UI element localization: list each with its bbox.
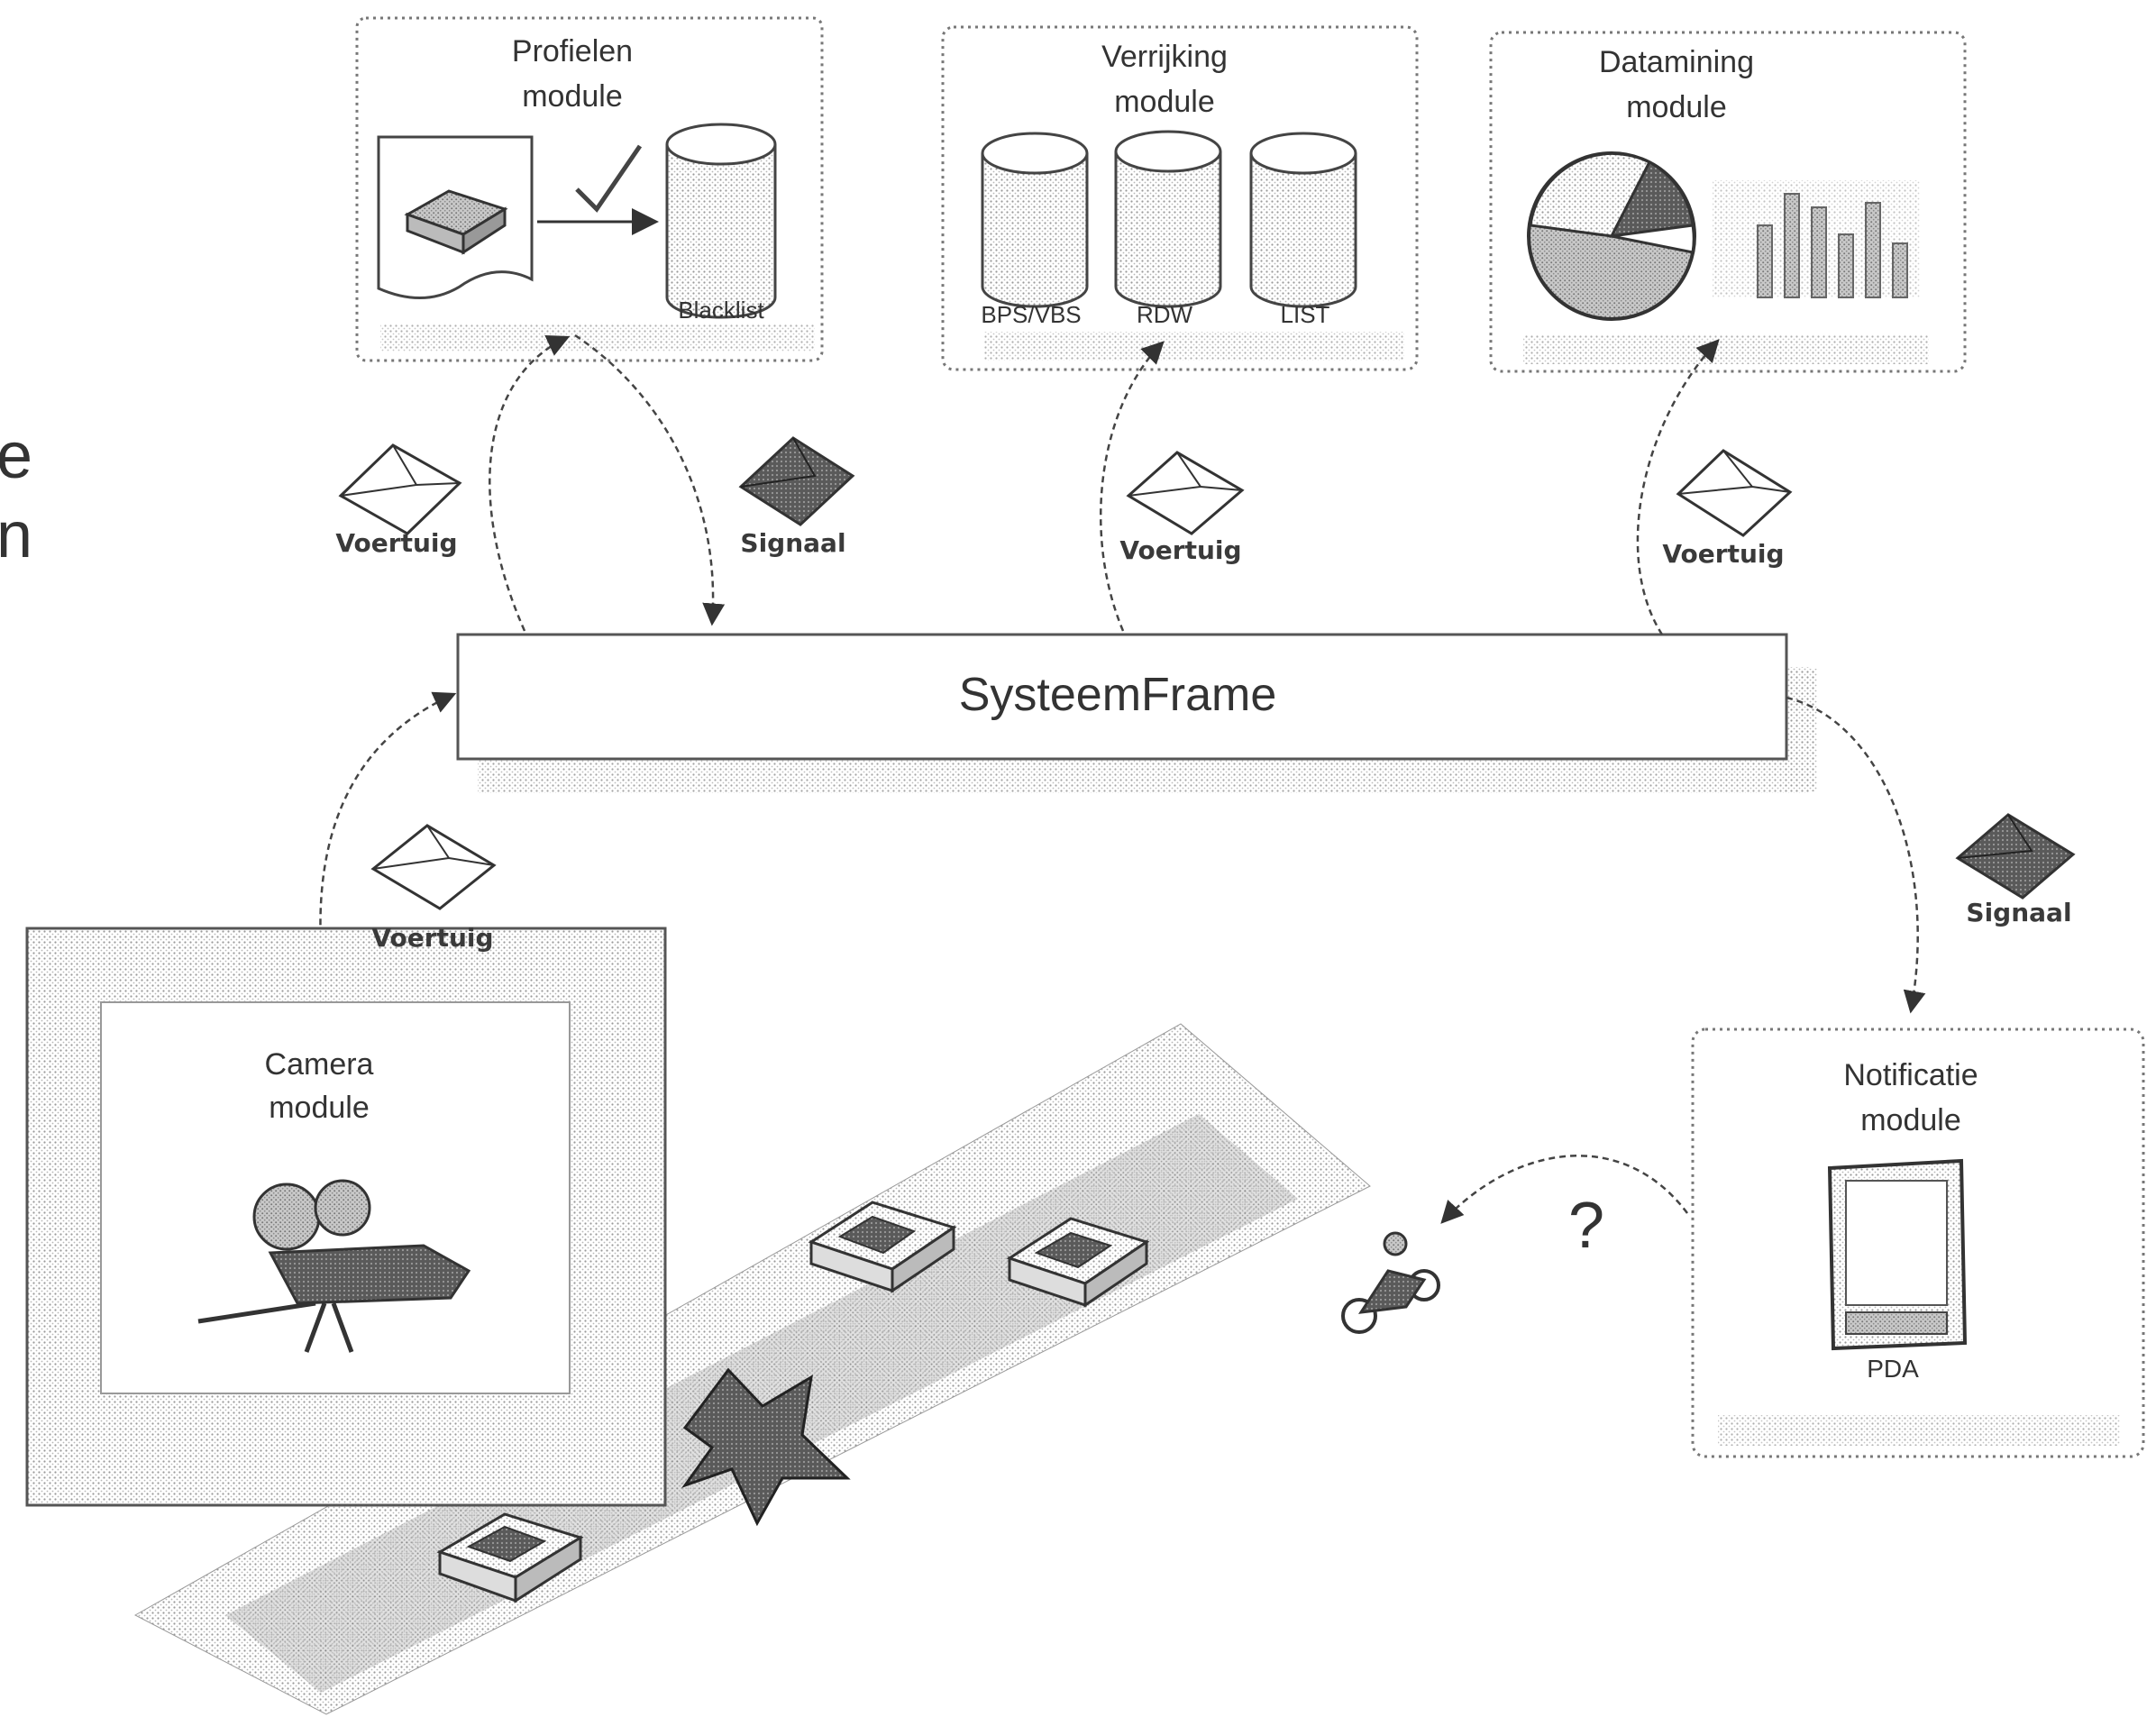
datamining-title-line1: Datamining <box>1599 45 1754 79</box>
rdw-database-icon <box>1116 132 1220 306</box>
left-fragment-2: n <box>0 499 32 571</box>
voertuig-label-datamining: Voertuig <box>1662 539 1784 569</box>
profielen-title-line2: module <box>522 79 623 114</box>
envelope-icon <box>741 438 853 525</box>
verrijking-module: Verrijking module BPS/VBS RDW LIST <box>943 27 1417 370</box>
rdw-label: RDW <box>1137 301 1193 328</box>
bar-chart-icon <box>1713 180 1920 297</box>
question-mark: ? <box>1568 1190 1604 1262</box>
profielen-title-line1: Profielen <box>512 34 633 68</box>
arrow-frame-to-profielen <box>489 337 568 631</box>
notificatie-title-line2: module <box>1860 1103 1961 1137</box>
camera-title-line1: Camera <box>265 1047 374 1082</box>
envelope-icon <box>1128 452 1242 534</box>
arrow-profielen-to-frame <box>575 335 713 624</box>
envelope-icon <box>1958 815 2073 898</box>
arrow-notificatie-to-motorcycle <box>1442 1155 1687 1222</box>
blacklist-label: Blacklist <box>678 297 764 324</box>
notificatie-module: Notificatie module PDA <box>1693 1029 2143 1457</box>
list-database-icon <box>1251 133 1356 306</box>
profielen-module: Profielen module Blacklist <box>357 18 822 361</box>
systeemframe: SysteemFrame <box>458 635 1817 793</box>
camera-title-line2: module <box>269 1091 370 1125</box>
signaal-label-top: Signaal <box>740 528 845 558</box>
systeemframe-label: SysteemFrame <box>959 669 1277 721</box>
pda-label: PDA <box>1867 1355 1919 1383</box>
list-label: LIST <box>1281 301 1330 328</box>
bps-vbs-label: BPS/VBS <box>981 301 1081 328</box>
notificatie-title-line1: Notificatie <box>1843 1058 1978 1092</box>
signaal-label-right: Signaal <box>1966 898 2071 927</box>
envelope-icon <box>373 826 494 909</box>
datamining-title-line2: module <box>1626 90 1727 124</box>
verrijking-title-line2: module <box>1114 85 1215 119</box>
left-fragment-1: e <box>0 420 32 492</box>
checkmark-icon <box>577 146 640 209</box>
verrijking-title-line1: Verrijking <box>1101 40 1228 74</box>
bps-vbs-database-icon <box>982 133 1087 306</box>
voertuig-label-camera: Voertuig <box>371 923 493 953</box>
pda-icon <box>1830 1161 1965 1348</box>
voertuig-label-verrijking: Voertuig <box>1119 535 1241 565</box>
motorcycle-icon <box>1343 1233 1439 1332</box>
blacklist-database-icon <box>667 124 775 317</box>
voertuig-label-profielen: Voertuig <box>335 528 457 558</box>
envelope-icon <box>341 445 460 534</box>
envelope-icon <box>1678 451 1790 535</box>
camera-module: Camera module <box>27 928 665 1505</box>
datamining-module: Datamining module <box>1491 32 1965 371</box>
pie-chart-icon <box>1529 153 1695 319</box>
